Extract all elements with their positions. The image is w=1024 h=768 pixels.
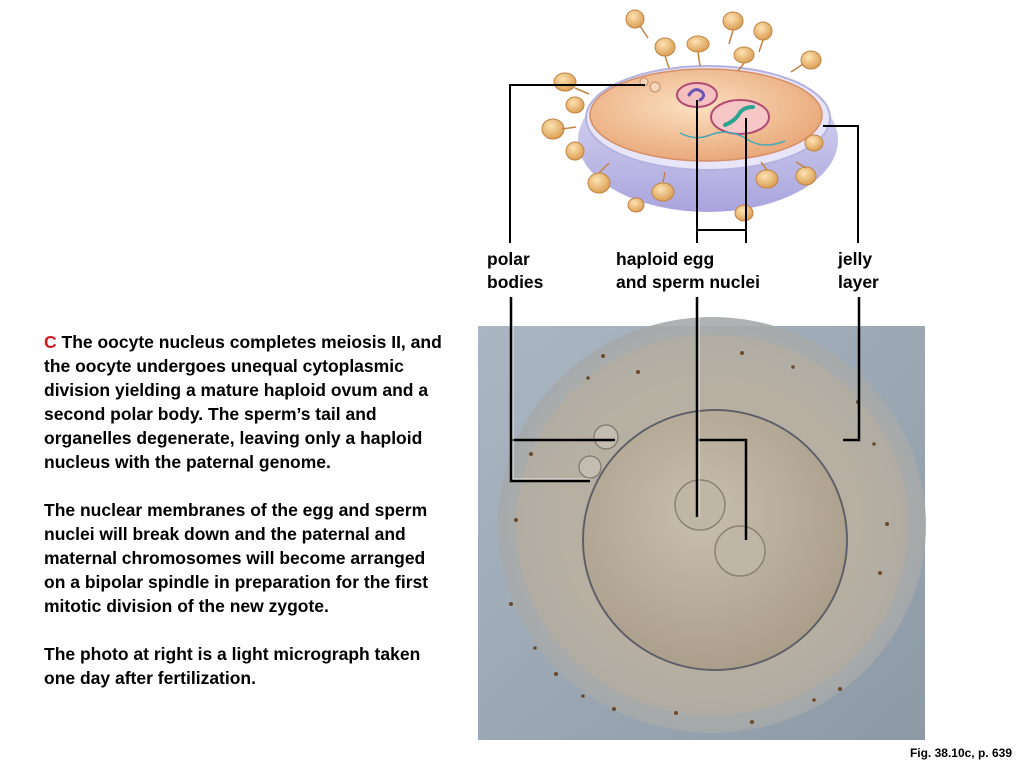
polar-body-1 [593,424,619,450]
label-polar-bodies-line2: bodies [487,272,544,292]
label-haploid-nuclei: haploid egg and sperm nuclei [616,248,760,294]
panel-letter: C [44,332,57,352]
caption-paragraph-2: The nuclear membranes of the egg and spe… [44,500,429,616]
sperm-nucleus [710,99,770,135]
egg-illustration [541,9,838,222]
label-haploid-nuclei-line1: haploid egg [616,249,715,269]
label-haploid-nuclei-line2: and sperm nuclei [616,272,760,292]
micrograph-leader-lines [509,297,861,540]
caption-paragraph-1-text: The oocyte nucleus completes meiosis II,… [44,332,442,472]
label-jelly-layer-line2: layer [838,272,879,292]
label-jelly-layer: jelly layer [838,248,879,294]
diagram-leader-lines [509,84,859,243]
polar-body-2 [578,455,602,479]
label-polar-bodies-line1: polar [487,249,530,269]
sperm-cells [541,9,824,222]
caption: C The oocyte nucleus completes meiosis I… [44,330,444,714]
label-jelly-layer-line1: jelly [838,249,873,269]
ooplasm [582,409,848,671]
caption-paragraph-1: C The oocyte nucleus completes meiosis I… [44,330,444,474]
micrograph [478,317,926,740]
egg-pronucleus [674,479,726,531]
sperm-pronucleus [714,525,766,577]
egg-cytoplasm [589,68,823,162]
figure-reference: Fig. 38.10c, p. 639 [909,746,1012,760]
caption-paragraph-3: The photo at right is a light micrograph… [44,644,421,688]
label-polar-bodies: polar bodies [487,248,543,294]
